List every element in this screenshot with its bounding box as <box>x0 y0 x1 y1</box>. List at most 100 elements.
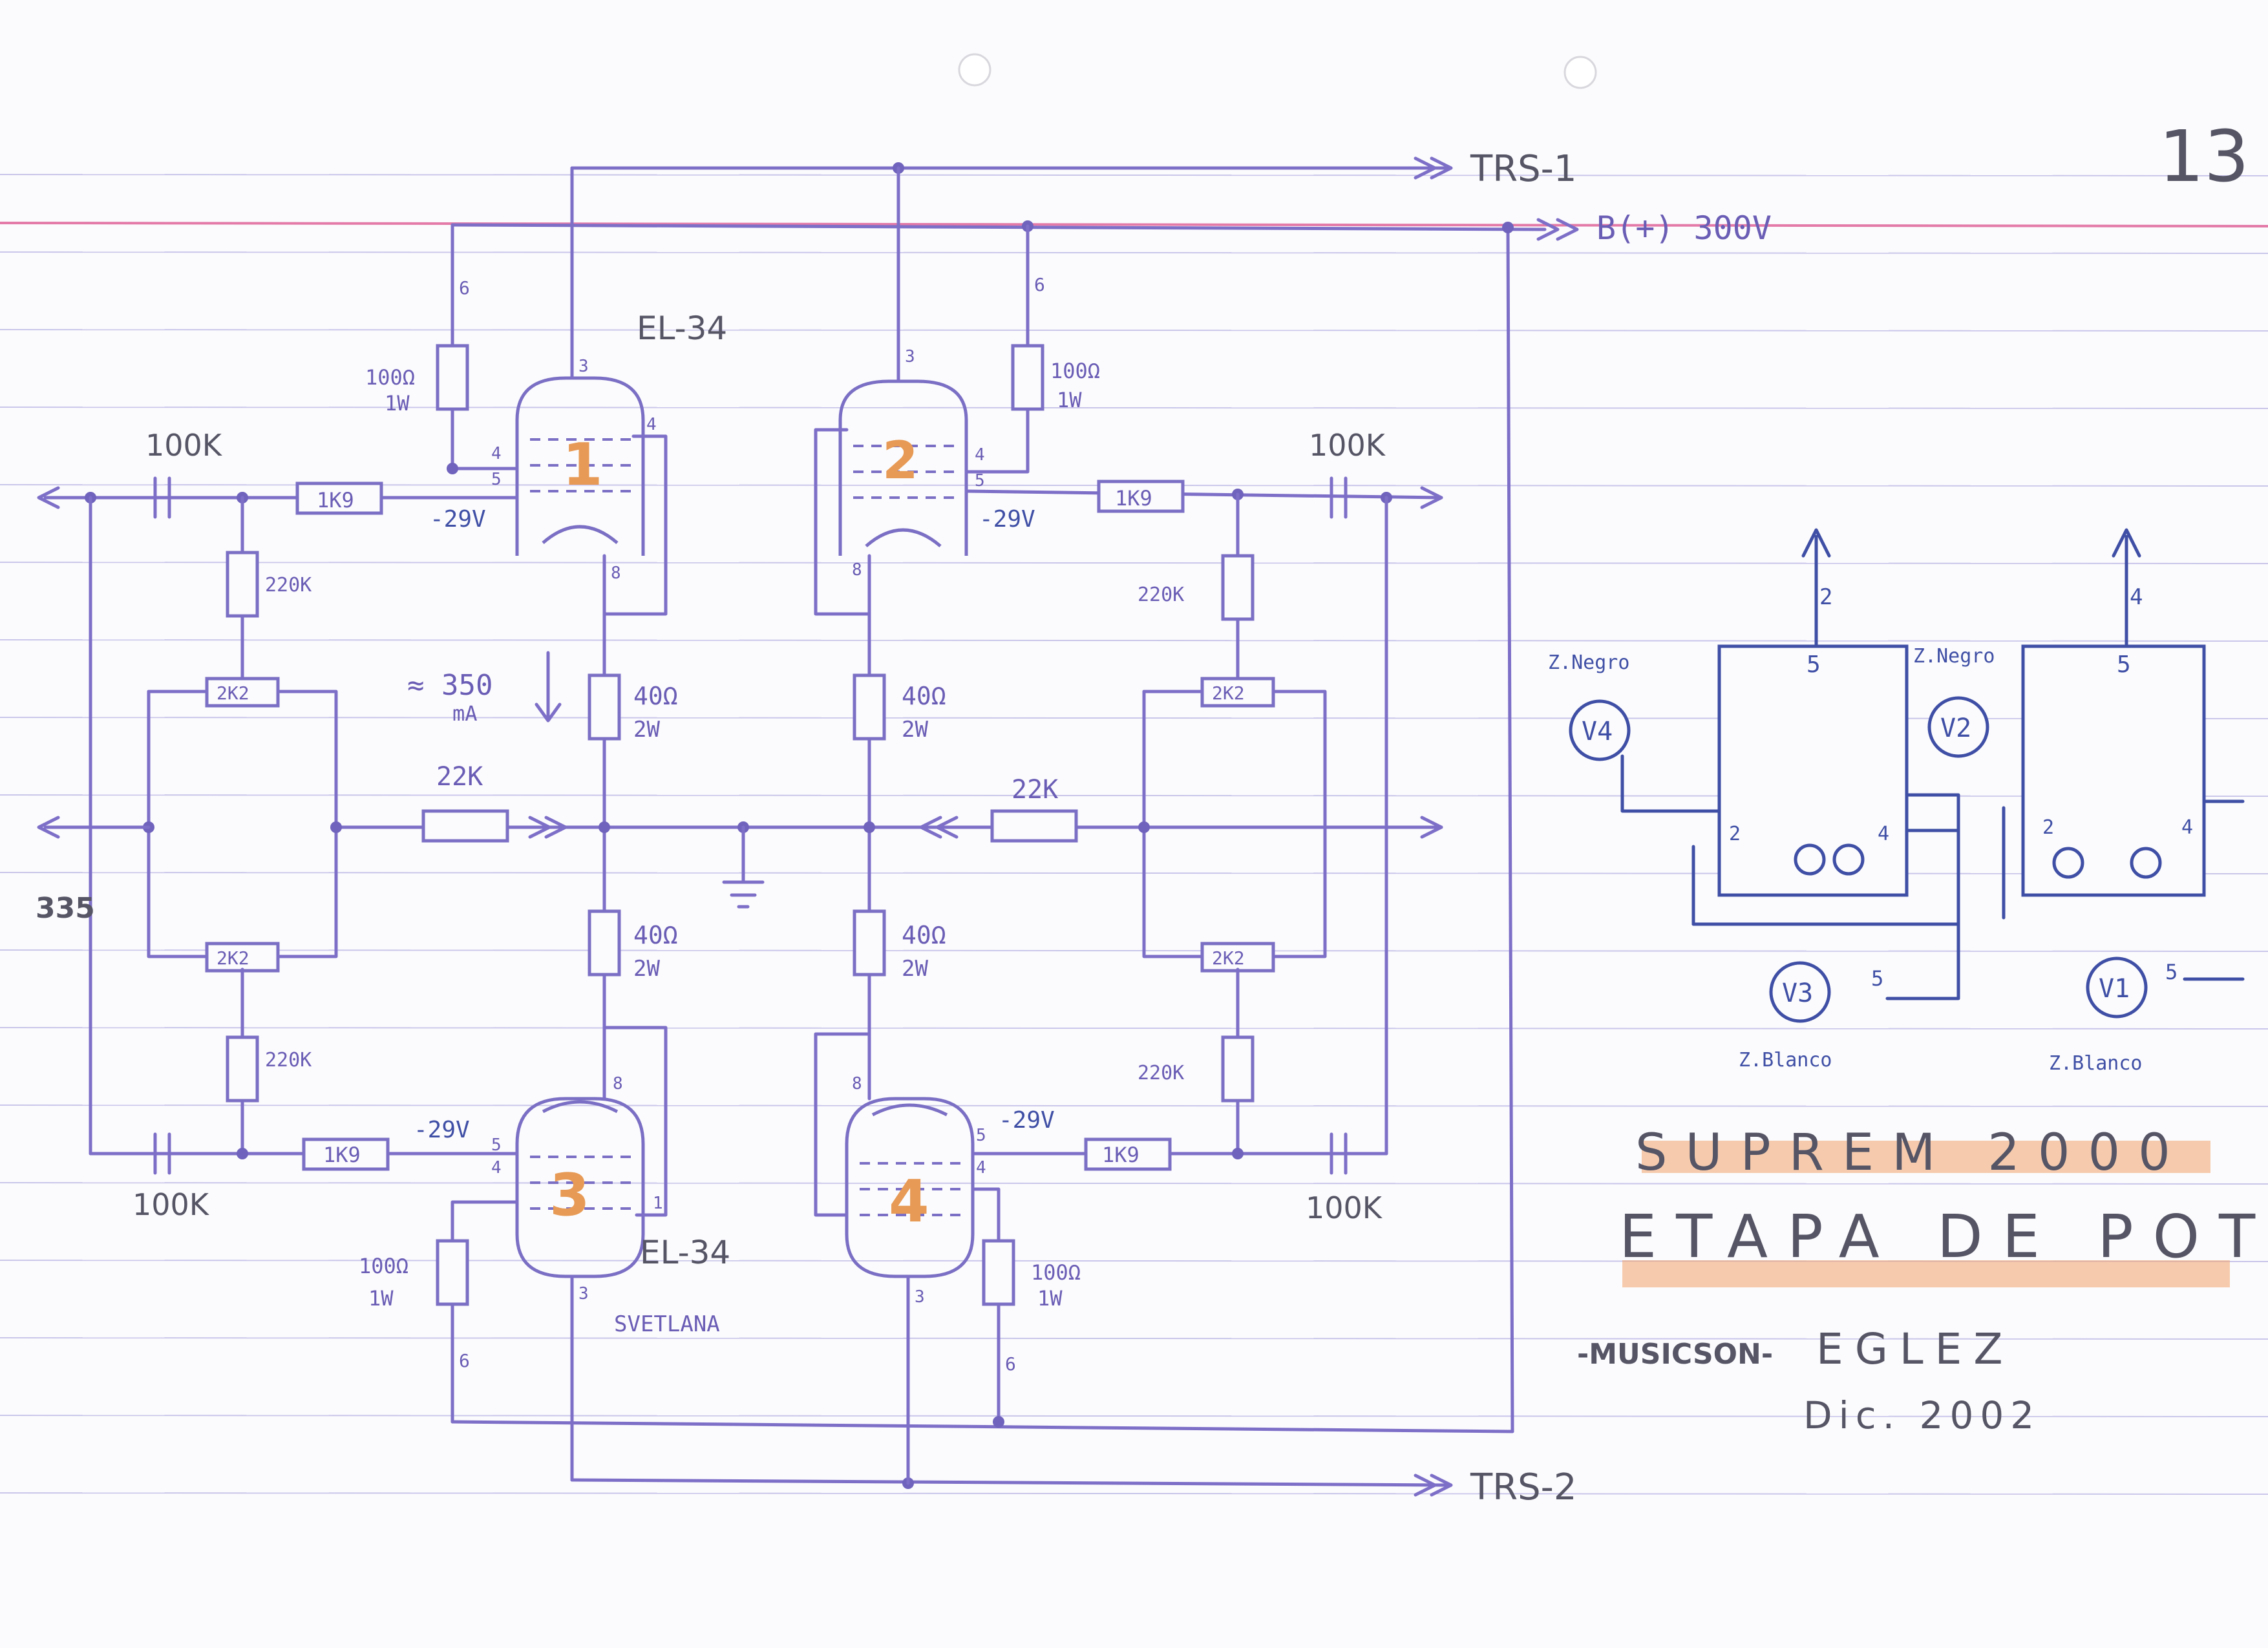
author-label: EGLEZ <box>1816 1324 2015 1374</box>
section-title: ETAPA DE POTEN <box>1619 1202 2268 1271</box>
page-number: 13 <box>2159 115 2249 198</box>
cathode-res-watt-1: 2W <box>633 717 660 743</box>
pin-label: 8 <box>611 564 621 583</box>
pin-label: 3 <box>915 1287 925 1307</box>
res-label-1k9-top-right: 1K9 <box>1115 486 1152 511</box>
tube-type-top: EL-34 <box>637 310 727 347</box>
tube-2-number: 2 <box>882 430 918 491</box>
cap-label-100k-top-right: 100K <box>1309 428 1386 463</box>
rail-trs2-label: TRS-2 <box>1470 1466 1577 1508</box>
cathode-res-label-2: 40Ω <box>902 682 946 710</box>
socket-v1-label: V1 <box>2099 974 2130 1004</box>
socket-pin-label: 5 <box>2117 651 2131 678</box>
socket-pin-label: 4 <box>2130 584 2143 610</box>
pin-label: 3 <box>578 1284 589 1304</box>
screen-res-watt-3: 1W <box>368 1286 394 1311</box>
cathode-resistors <box>588 673 886 1036</box>
pin-label: 8 <box>852 1074 862 1093</box>
screen-res-watt-2: 1W <box>1057 388 1082 412</box>
tube-4-number: 4 <box>889 1168 929 1236</box>
tube-type-bottom: EL-34 <box>640 1234 730 1271</box>
tube-brand-note: SVETLANA <box>614 1311 720 1337</box>
pin6-label: 6 <box>1005 1353 1016 1375</box>
socket-pin-label: 5 <box>1807 651 1821 678</box>
ruled-lines <box>0 174 2268 1495</box>
res-label-1k9-bottom-right: 1K9 <box>1102 1143 1139 1167</box>
pin-label: 4 <box>491 1158 502 1178</box>
screen-resistors <box>436 223 1044 1428</box>
cathode-res-watt-2: 2W <box>902 717 928 743</box>
pin-label: 1 <box>653 1194 663 1213</box>
res-label-220k-bottom-right: 220K <box>1138 1062 1184 1084</box>
cap-label-100k-top-left: 100K <box>145 428 223 463</box>
punch-hole-left <box>958 53 991 87</box>
project-title: SUPREM 2000 <box>1635 1124 2189 1182</box>
pin-label: 5 <box>491 1136 502 1155</box>
pin-label: 3 <box>578 357 589 376</box>
cap-label-100k-bottom-left: 100K <box>132 1187 210 1222</box>
socket-v2 <box>1927 696 1989 758</box>
pin6-label: 6 <box>459 1350 470 1371</box>
bias-voltage-tube-3: -29V <box>414 1117 470 1143</box>
res-label-220k-bottom-left: 220K <box>265 1049 312 1072</box>
res-label-22k-right: 22K <box>1012 775 1058 805</box>
res-label-1k9-top-left: 1K9 <box>317 488 354 512</box>
screen-res-watt-4: 1W <box>1037 1286 1063 1311</box>
socket-board-b <box>2021 528 2245 981</box>
brand-label: -MUSICSON- <box>1577 1338 1773 1371</box>
z-negro-label-left: Z.Negro <box>1548 651 1629 674</box>
tube-1 <box>515 166 668 681</box>
pin-label: 4 <box>646 415 657 434</box>
trim-label-2k2-right-bottom: 2K2 <box>1212 947 1245 969</box>
res-label-22k-left: 22K <box>436 762 483 792</box>
rail-trs1-label: TRS-1 <box>1470 148 1577 190</box>
date-label: Dic. 2002 <box>1803 1393 2040 1437</box>
pin-label: 8 <box>852 560 862 580</box>
socket-pin-label: 2 <box>1729 823 1741 845</box>
socket-v4-label: V4 <box>1582 717 1613 746</box>
current-value: ≈ 350 <box>407 669 493 702</box>
z-negro-label-right: Z.Negro <box>1913 645 1995 668</box>
right-bias-network <box>964 476 1443 1175</box>
punch-hole-right <box>1563 56 1597 89</box>
margin-note: 335 <box>36 892 95 925</box>
z-blanco-label-right: Z.Blanco <box>2049 1052 2143 1075</box>
tube-4 <box>814 1032 975 1485</box>
bias-voltage-tube-1: -29V <box>430 506 486 533</box>
supply-rails <box>450 156 1579 1497</box>
res-label-1k9-bottom-left: 1K9 <box>323 1143 361 1167</box>
socket-pin-label: 2 <box>1819 584 1832 610</box>
pin-label: 4 <box>975 445 985 465</box>
pin-label: 5 <box>491 470 502 489</box>
socket-pin-label: 2 <box>2042 816 2054 839</box>
pin-label: 4 <box>491 444 502 463</box>
pin-label: 8 <box>613 1074 623 1093</box>
screen-res-label-2: 100Ω <box>1050 359 1100 383</box>
screen-res-watt-1: 1W <box>385 391 410 416</box>
pin-label: 5 <box>975 471 985 491</box>
socket-board-a <box>1620 528 2006 1000</box>
trim-label-2k2-left-top: 2K2 <box>217 682 249 704</box>
current-arrow <box>535 651 562 723</box>
cathode-res-watt-3: 2W <box>633 956 660 982</box>
pin-label: 4 <box>976 1158 986 1178</box>
cathode-res-watt-4: 2W <box>902 956 928 982</box>
title-highlight-2 <box>1622 1260 2230 1287</box>
trim-label-2k2-left-bottom: 2K2 <box>217 947 249 969</box>
cap-label-100k-bottom-right: 100K <box>1306 1190 1383 1225</box>
socket-v3 <box>1769 961 1831 1023</box>
socket-v1 <box>2086 956 2148 1019</box>
screen-res-label-4: 100Ω <box>1031 1260 1081 1285</box>
center-ground <box>334 809 1443 909</box>
trim-label-2k2-right-top: 2K2 <box>1212 682 1245 704</box>
bias-voltage-tube-2: -29V <box>979 506 1035 533</box>
res-label-220k-top-left: 220K <box>265 574 312 597</box>
tube-3-number: 3 <box>549 1161 590 1229</box>
rail-bplus-label: B(+) 300V <box>1596 209 1772 247</box>
tube-2 <box>814 166 968 681</box>
tube-3 <box>515 1026 668 1482</box>
socket-pin-label: 5 <box>2165 960 2178 984</box>
res-label-220k-top-right: 220K <box>1138 584 1184 606</box>
